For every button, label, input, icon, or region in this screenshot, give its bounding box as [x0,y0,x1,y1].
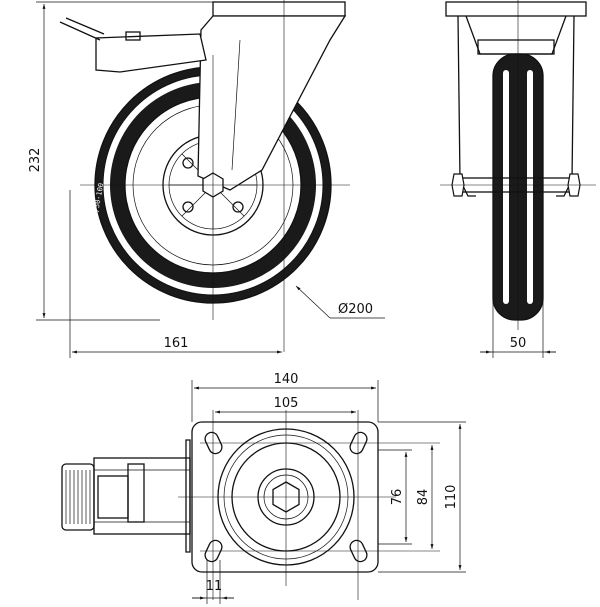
front-fork-left [457,15,476,197]
front-fork-right [556,15,575,197]
dimension-110: 110 [378,421,466,573]
dimension-76-label: 76 [390,489,405,506]
dimension-232: 232 [28,1,213,321]
dimension-50-label: 50 [510,336,527,351]
dimension-84-label: 84 [416,489,431,506]
front-top-plate [445,1,587,17]
dimension-105-label: 105 [274,396,299,411]
front-fork-shoulders [465,15,567,55]
side-brake-clip [125,31,141,41]
dimension-84: 84 [416,445,434,549]
side-fork-arm-edge [231,39,241,171]
side-top-plate [212,1,346,17]
dimension-11: 11 [192,560,234,604]
front-brake-block [477,39,555,55]
plate-mounting-holes [204,431,368,563]
dimension-232-label: 232 [28,148,43,173]
dimension-110-label: 110 [444,485,459,510]
dimension-140: 140 [191,372,379,422]
side-brake-pedal [59,17,105,41]
dimension-140-label: 140 [274,372,299,387]
front-view: 50 [440,0,596,358]
dimension-diameter-label: Ø200 [338,302,373,317]
front-tire-groove-left [503,70,509,304]
dimension-76: 76 [378,449,412,545]
front-tire-groove-right [527,70,533,304]
plate-view: 140 105 110 84 76 [61,372,466,604]
dimension-11-label: 11 [206,579,223,594]
plate-brake-assembly [61,439,191,553]
dimension-50: 50 [480,300,556,358]
dimension-161-label: 161 [164,336,189,351]
dimension-diameter: Ø200 [295,285,385,319]
dimension-105: 105 [215,396,356,414]
dimension-161: 161 [69,190,282,358]
side-brake-lever [95,33,207,73]
side-view: 200/50-100 232 161 Ø200 [28,0,385,358]
